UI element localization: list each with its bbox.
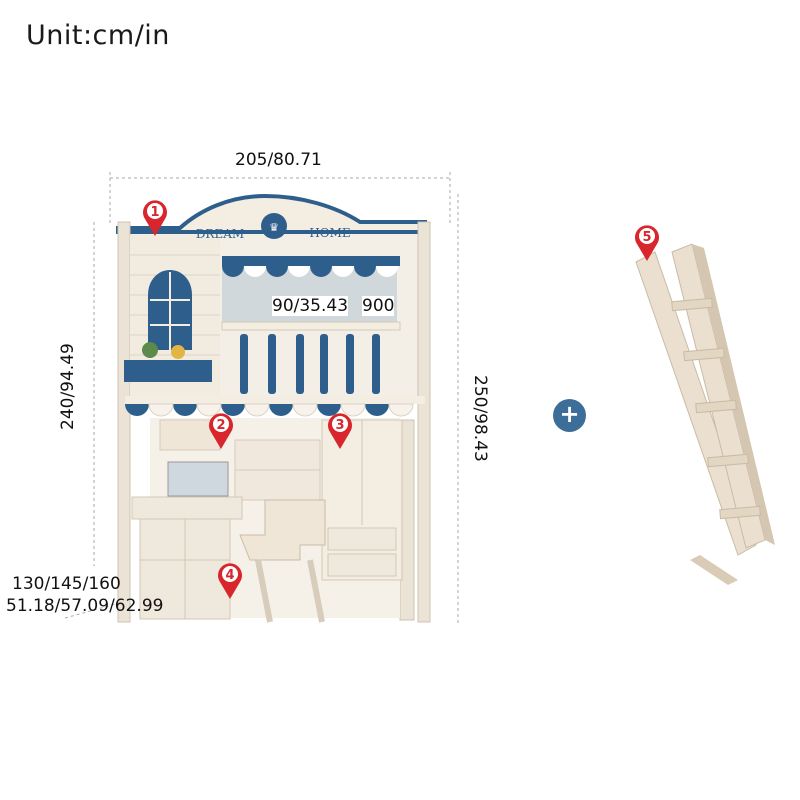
marker-2: 2	[209, 413, 233, 449]
marker-4: 4	[218, 563, 242, 599]
svg-text:3: 3	[335, 418, 344, 433]
loft-bed: ♛ DREAM HOME	[116, 193, 431, 623]
guard-height-overlap-text: 900	[362, 296, 395, 316]
svg-text:2: 2	[216, 418, 225, 433]
right-height-dimension: 250/98.43	[470, 375, 490, 462]
svg-text:1: 1	[150, 205, 159, 220]
top-awning	[222, 256, 400, 277]
sign-left-text: DREAM	[196, 227, 244, 241]
unit-label: Unit:cm/in	[26, 20, 170, 51]
marker-pins: 1 2 3 4 5	[143, 200, 659, 599]
marker-1: 1	[143, 200, 167, 236]
marker-3: 3	[328, 413, 352, 449]
sign-right-text: HOME	[309, 226, 350, 240]
width-dimension: 205/80.71	[235, 150, 322, 170]
svg-text:♛: ♛	[269, 221, 279, 234]
depth-dimension-in: 51.18/57.09/62.99	[6, 596, 164, 616]
ladder	[635, 243, 775, 585]
depth-dimension-cm: 130/145/160	[12, 574, 121, 594]
svg-text:5: 5	[642, 230, 651, 245]
svg-text:4: 4	[225, 568, 234, 583]
bottom-awning	[125, 396, 425, 417]
plus-icon: +	[553, 399, 586, 432]
left-height-dimension: 240/94.49	[58, 343, 78, 430]
marker-5: 5	[635, 225, 659, 261]
guard-height-dimension: 90/35.43	[272, 296, 349, 316]
